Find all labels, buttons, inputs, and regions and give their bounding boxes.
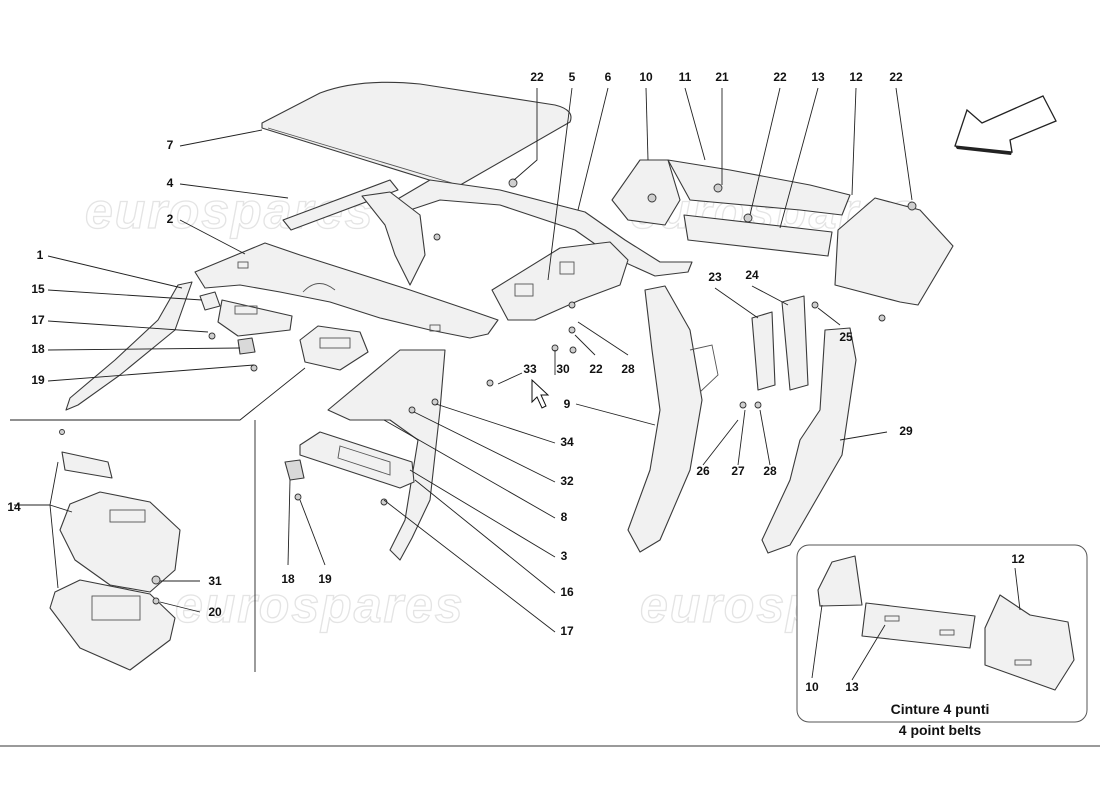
callout-22: 22 bbox=[889, 70, 903, 84]
callout-18: 18 bbox=[281, 572, 295, 586]
mouse-pointer-icon bbox=[531, 378, 550, 409]
callout-1: 1 bbox=[37, 248, 44, 262]
callout-10: 10 bbox=[639, 70, 653, 84]
callout-17: 17 bbox=[560, 624, 574, 638]
inset-4-point-belts: Cinture 4 punti 4 point belts bbox=[796, 544, 1088, 738]
callout-7: 7 bbox=[167, 138, 174, 152]
inset-callout-12: 12 bbox=[1011, 552, 1025, 566]
callout-22: 22 bbox=[589, 362, 603, 376]
callout-32: 32 bbox=[560, 474, 574, 488]
callout-33: 33 bbox=[523, 362, 537, 376]
callout-20: 20 bbox=[208, 605, 222, 619]
callout-24: 24 bbox=[745, 268, 759, 282]
callout-16: 16 bbox=[560, 585, 574, 599]
callout-28: 28 bbox=[621, 362, 635, 376]
callout-25: 25 bbox=[839, 330, 853, 344]
callout-14: 14 bbox=[7, 500, 21, 514]
part-1-a-pillar-trim bbox=[65, 281, 193, 411]
watermark-bottom-left: eurospares bbox=[175, 577, 465, 633]
part-vanity-mirror bbox=[217, 299, 293, 337]
callout-21: 21 bbox=[715, 70, 729, 84]
part-14-lamp-housing bbox=[59, 491, 181, 593]
callout-19: 19 bbox=[31, 373, 45, 387]
bottom-divider bbox=[0, 745, 1100, 747]
callout-12: 12 bbox=[849, 70, 863, 84]
part-9-c-pillar bbox=[627, 285, 719, 553]
callout-15: 15 bbox=[31, 282, 45, 296]
callout-31: 31 bbox=[208, 574, 222, 588]
part-3-pillar-trim bbox=[327, 191, 446, 561]
callout-27: 27 bbox=[731, 464, 745, 478]
callout-3: 3 bbox=[561, 549, 568, 563]
inset-caption-line-1: Cinture 4 punti bbox=[891, 701, 990, 717]
part-16-sun-visor bbox=[299, 431, 415, 489]
part-18-hinge bbox=[237, 337, 256, 355]
callout-34: 34 bbox=[560, 435, 574, 449]
callout-29: 29 bbox=[899, 424, 913, 438]
part-14-lamp-bracket bbox=[61, 451, 113, 479]
callout-2: 2 bbox=[167, 212, 174, 226]
part-13-rear-panel bbox=[683, 214, 833, 257]
part-2-headliner bbox=[194, 242, 499, 339]
callout-6: 6 bbox=[605, 70, 612, 84]
part-4-trim-strip bbox=[282, 179, 399, 231]
callout-19: 19 bbox=[318, 572, 332, 586]
part-10-rear-trim-left bbox=[611, 159, 681, 226]
part-courtesy-light bbox=[299, 325, 369, 371]
callout-4: 4 bbox=[167, 176, 174, 190]
direction-arrow-icon bbox=[954, 95, 1057, 155]
part-11-rear-shelf bbox=[667, 159, 851, 216]
callout-11: 11 bbox=[679, 70, 692, 84]
detail-reference-lines bbox=[10, 367, 306, 672]
callout-30: 30 bbox=[556, 362, 570, 376]
part-24-bracket bbox=[781, 295, 809, 391]
callout-26: 26 bbox=[696, 464, 710, 478]
part-15-visor-bracket bbox=[199, 291, 221, 311]
callout-9: 9 bbox=[564, 397, 571, 411]
inset-caption-line-2: 4 point belts bbox=[899, 722, 982, 738]
callout-13: 13 bbox=[811, 70, 825, 84]
callout-17: 17 bbox=[31, 313, 45, 327]
callout-labels: 22 5 6 10 11 21 22 13 12 22 7 4 2 1 15 1… bbox=[7, 70, 1025, 694]
part-7-roof-panel bbox=[261, 81, 572, 189]
callout-22: 22 bbox=[773, 70, 787, 84]
part-29-side-panel bbox=[761, 327, 857, 554]
callout-8: 8 bbox=[561, 510, 568, 524]
callout-22: 22 bbox=[530, 70, 544, 84]
inset-callout-13: 13 bbox=[845, 680, 859, 694]
callout-23: 23 bbox=[708, 270, 722, 284]
part-14-lamp-lens bbox=[49, 579, 176, 671]
inset-callout-10: 10 bbox=[805, 680, 819, 694]
callout-5: 5 bbox=[569, 70, 576, 84]
part-5-rear-header bbox=[491, 241, 629, 321]
callout-18: 18 bbox=[31, 342, 45, 356]
leader-lines bbox=[14, 87, 913, 633]
callout-28: 28 bbox=[763, 464, 777, 478]
part-18-lower-hinge bbox=[284, 459, 305, 481]
part-23-bracket bbox=[751, 311, 776, 391]
part-12-rear-trim-right bbox=[834, 197, 954, 306]
screws bbox=[59, 178, 917, 605]
